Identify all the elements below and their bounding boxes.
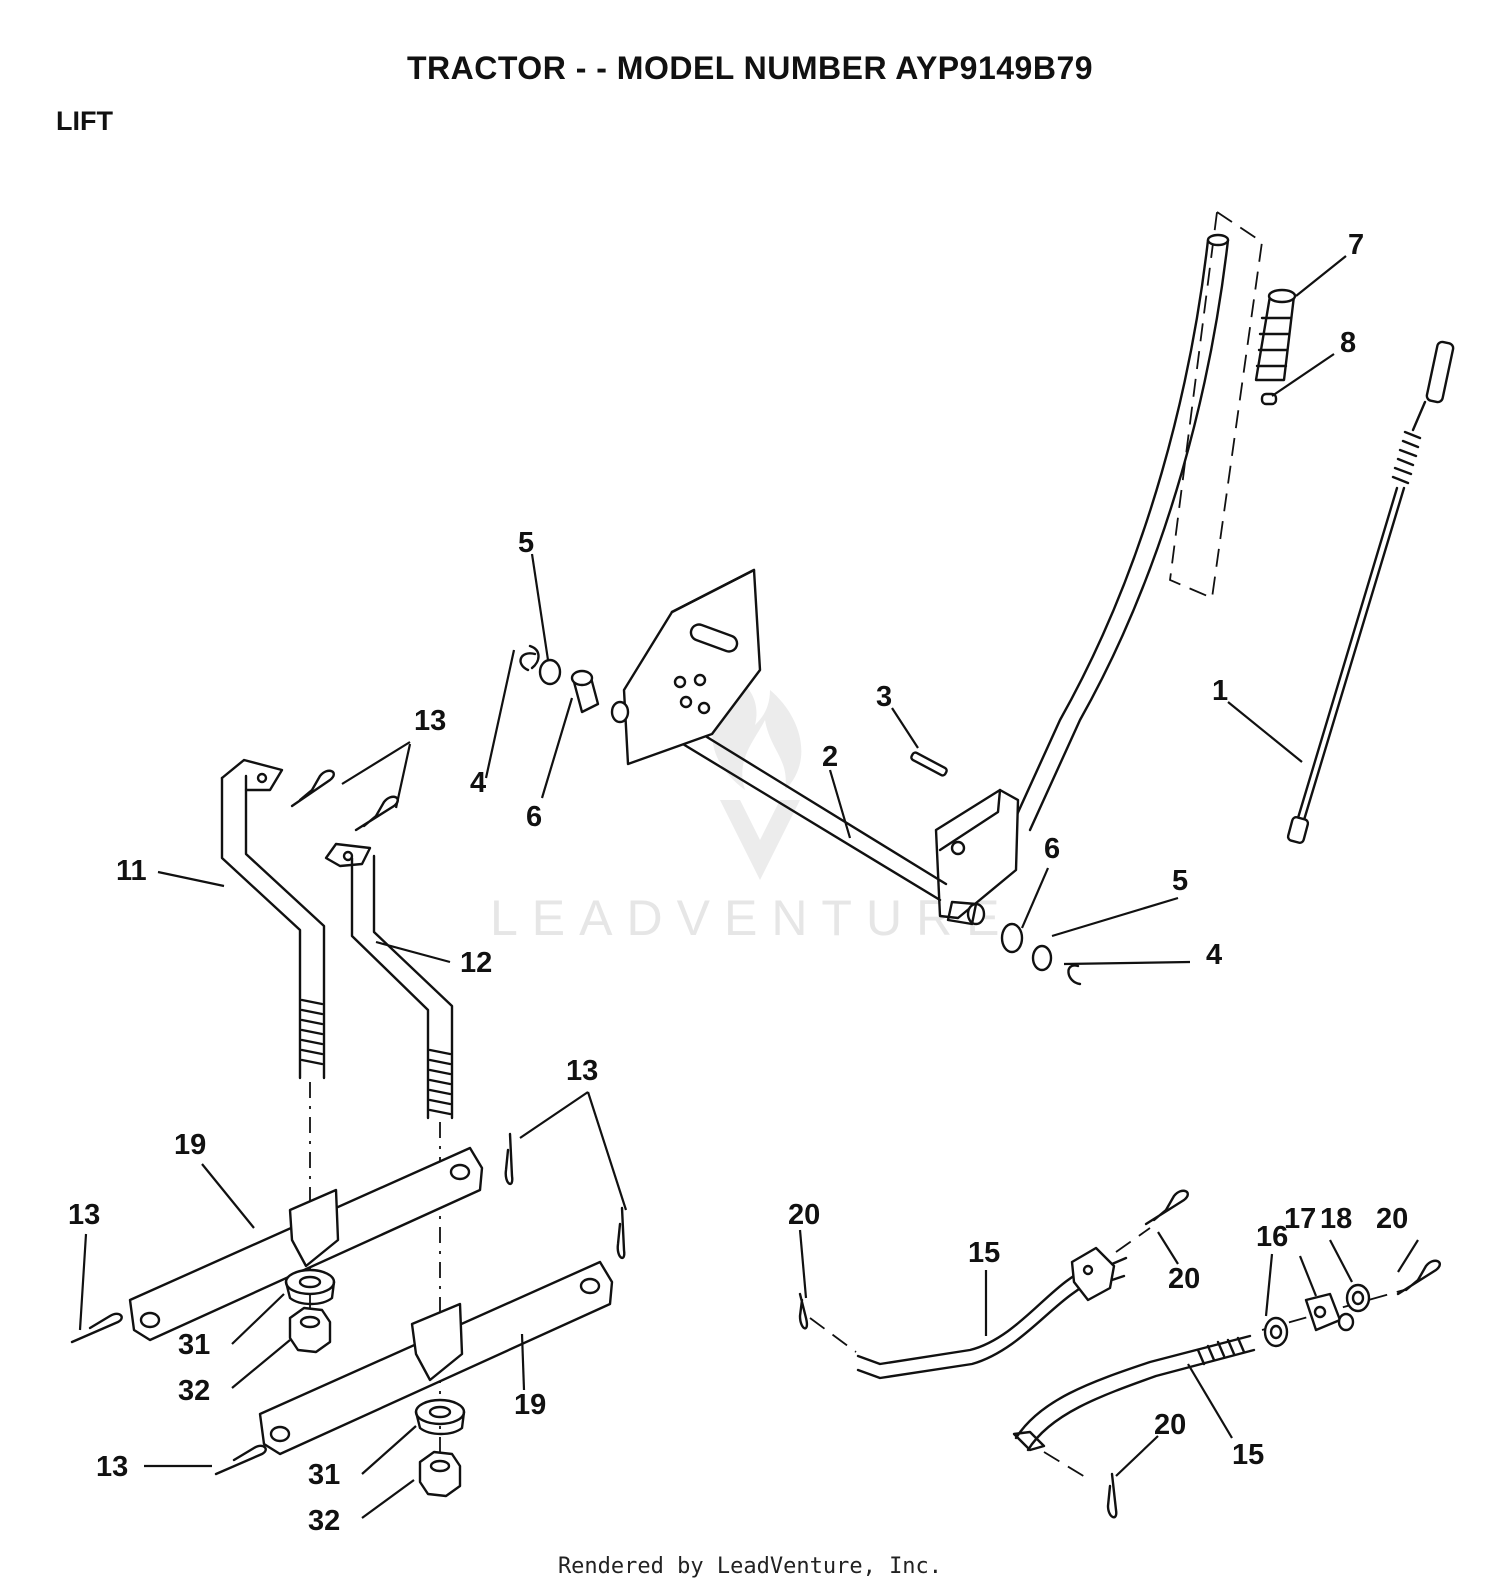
callout-13-left: 13	[68, 1199, 100, 1231]
part-19-lower-lift-arm	[258, 1260, 614, 1456]
rear-rod-clip-centerline	[1115, 1227, 1151, 1253]
part-12-lift-link	[324, 842, 454, 1120]
watermark-logo	[712, 680, 802, 880]
part-16-nut	[1263, 1316, 1289, 1348]
callout-17: 17	[1284, 1203, 1316, 1235]
callout-32-lower: 32	[308, 1505, 340, 1537]
callout-20-mid: 20	[1168, 1263, 1200, 1295]
watermark-text: LEADVENTURE	[490, 890, 1014, 946]
part-20-hairpin-clips	[798, 1189, 1441, 1519]
callout-7: 7	[1348, 229, 1364, 261]
parts-4-5-6-left-hardware	[519, 644, 630, 724]
leader-lines	[78, 255, 1419, 1519]
parts-4-5-6-right-hardware	[1000, 922, 1082, 986]
callout-13-top: 13	[414, 705, 446, 737]
part-31-bushing-lower	[414, 1398, 466, 1436]
part-15-rear-lift-rod	[856, 1246, 1128, 1380]
part-1-lift-rod	[1286, 340, 1455, 844]
callout-8: 8	[1340, 327, 1356, 359]
callout-4-right: 4	[1206, 939, 1222, 971]
part-11-lift-link	[220, 758, 326, 1080]
part-18-nut	[1345, 1283, 1371, 1313]
part-32-nut-upper	[288, 1306, 332, 1354]
callout-5-right: 5	[1172, 865, 1188, 897]
callout-20-right: 20	[1376, 1203, 1408, 1235]
rear-rod-centerline	[809, 1317, 857, 1353]
callout-31-upper: 31	[178, 1329, 210, 1361]
callout-13-bottom: 13	[96, 1451, 128, 1483]
callout-12: 12	[460, 947, 492, 979]
section-label: LIFT	[56, 106, 113, 136]
part-32-nut-lower	[418, 1450, 462, 1498]
part-13-hairpin-clips	[70, 769, 626, 1476]
part-7-handle-grip	[1254, 288, 1297, 382]
callout-19-lower: 19	[514, 1389, 546, 1421]
callout-16: 16	[1256, 1221, 1288, 1253]
part-19-upper-lift-arm	[128, 1146, 484, 1342]
callout-5-left: 5	[518, 527, 534, 559]
callout-labels: 1 2 3 4 4 5 5 6 6 7 8 11 12 13 13 13 13 …	[68, 229, 1408, 1537]
callout-15-front: 15	[1232, 1439, 1264, 1471]
callout-19-upper: 19	[174, 1129, 206, 1161]
callout-20-bottom: 20	[1154, 1409, 1186, 1441]
callout-6-right: 6	[1044, 833, 1060, 865]
part-17-trunnion	[1304, 1292, 1355, 1332]
part-15-front-lift-rod	[1012, 1334, 1256, 1452]
callout-15-rear: 15	[968, 1237, 1000, 1269]
callout-4-left: 4	[470, 767, 486, 799]
callout-31-lower: 31	[308, 1459, 340, 1491]
callout-13-mid: 13	[566, 1055, 598, 1087]
front-rod-centerline	[1043, 1451, 1091, 1481]
callout-18: 18	[1320, 1203, 1352, 1235]
callout-11: 11	[116, 855, 147, 887]
callout-6-left: 6	[526, 801, 542, 833]
callout-20-left: 20	[788, 1199, 820, 1231]
callout-1: 1	[1212, 675, 1228, 707]
page-title: TRACTOR - - MODEL NUMBER AYP9149B79	[406, 50, 1094, 86]
callout-2: 2	[822, 741, 838, 773]
callout-3: 3	[876, 681, 892, 713]
footer-credit: Rendered by LeadVenture, Inc.	[557, 1554, 943, 1579]
part-31-bushing-upper	[284, 1268, 336, 1306]
part-3-key	[910, 751, 948, 777]
lever-extension-outline	[1169, 210, 1263, 600]
callout-32-upper: 32	[178, 1375, 210, 1407]
mounting-bracket-plate	[622, 568, 762, 766]
part-2-lift-shaft-lever	[635, 233, 1230, 926]
